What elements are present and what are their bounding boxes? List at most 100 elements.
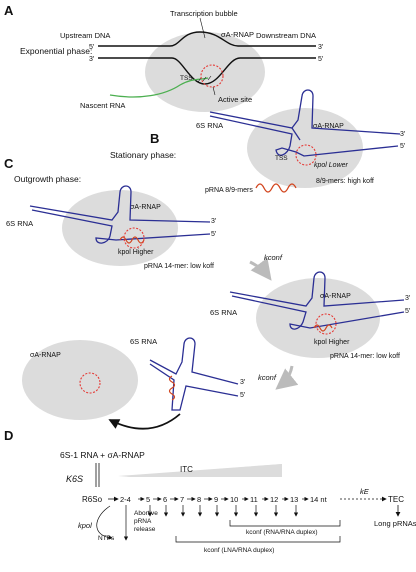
five-prime-b: 5′ <box>400 143 406 150</box>
rna6s-structure-c2 <box>229 271 405 330</box>
dna-template-top <box>98 31 316 47</box>
kpol-higher-label-c2: kpol Higher <box>314 339 350 346</box>
tss-label-a: TSS <box>180 75 193 82</box>
rnap-blob-c2 <box>256 278 380 358</box>
k6s-label: K6S <box>66 474 83 484</box>
rnap-blob-a <box>145 32 265 112</box>
five-prime-c2: 5′ <box>405 308 411 315</box>
step-label: 12 <box>270 495 278 504</box>
active-site-label: Active site <box>218 95 252 104</box>
three-prime-c3: 3′ <box>240 379 246 386</box>
step-label: 2-4 <box>120 495 131 504</box>
rnap-label-b: σA-RNAP <box>313 123 344 130</box>
abortive-line-1: Abortive <box>134 510 158 517</box>
step-label: 11 <box>250 495 258 504</box>
step-label: 13 <box>290 495 298 504</box>
three-prime-a-ur: 3′ <box>318 44 324 51</box>
stationary-phase-label: Stationary phase: <box>110 150 176 160</box>
exponential-phase-label: Exponential phase: <box>20 46 92 56</box>
kconf-lna-label: kconf (LNA/RNA duplex) <box>204 547 274 554</box>
abortive-line-2: pRNA <box>134 518 152 525</box>
five-prime-c3: 5′ <box>240 392 246 399</box>
ntps-label: NTPs <box>98 535 115 542</box>
pRNA-short-label: pRNA 8/9-mers <box>205 187 253 194</box>
kconf-label-1: kconf <box>264 253 283 262</box>
rnap-label-c2: σA-RNAP <box>320 293 351 300</box>
itc-wedge-fill <box>118 464 282 477</box>
tss-label-b: TSS <box>275 155 288 162</box>
rnap-label-c1: σA-RNAP <box>130 204 161 211</box>
kconf-arrow-2 <box>275 365 299 390</box>
pRNA-c3 <box>168 375 176 401</box>
active-site-pointer <box>212 86 216 96</box>
panel-a-letter: A <box>4 3 14 18</box>
rna6s-structure-c3 <box>149 337 239 411</box>
panel-c-letter: C <box>4 156 14 171</box>
abortive-release-arrows <box>123 505 299 541</box>
kpol-label-d: kpol <box>78 521 92 530</box>
pRNA-c2 <box>313 324 333 332</box>
rna6s-label-c1: 6S RNA <box>6 219 33 228</box>
step-series: 2-4 5 6 7 8 9 10 11 12 13 14 nt <box>120 495 328 504</box>
five-prime-a-lr: 5′ <box>318 56 324 63</box>
step-label: 5 <box>146 495 150 504</box>
three-prime-c1: 3′ <box>211 218 217 225</box>
five-prime-a-ul: 5′ <box>89 44 95 51</box>
five-prime-c1: 5′ <box>211 231 217 238</box>
step-label: 9 <box>214 495 218 504</box>
nascent-rna-label: Nascent RNA <box>80 101 125 110</box>
long-pRNAs-label: Long pRNAs <box>374 519 416 528</box>
d-header: 6S-1 RNA + σA-RNAP <box>60 450 145 460</box>
rnap-label-c3: σA-RNAP <box>30 352 61 359</box>
rna6s-structure-b <box>209 89 401 157</box>
active-site-circle-c1 <box>123 227 145 249</box>
ke-label: kE <box>360 487 370 496</box>
panel-d-letter: D <box>4 428 13 443</box>
bubble-pointer <box>199 17 206 39</box>
outgrowth-phase-label: Outgrowth phase: <box>14 174 81 184</box>
rna6s-label-c3: 6S RNA <box>130 337 157 346</box>
r6s-label: R6So <box>82 495 103 504</box>
itc-label: ITC <box>180 465 193 474</box>
upstream-dna-label: Upstream DNA <box>60 31 110 40</box>
tec-label: TEC <box>388 495 404 504</box>
rna6s-label-c2: 6S RNA <box>210 308 237 317</box>
step-label: 10 <box>230 495 238 504</box>
three-prime-c2: 3′ <box>405 295 411 302</box>
high-koff-label: 8/9-mers: high koff <box>316 178 374 185</box>
rnap-blob-b <box>247 108 363 188</box>
three-prime-a-ll: 3′ <box>89 56 95 63</box>
abortive-line-3: release <box>134 526 156 533</box>
low-koff-label-c2: pRNA 14-mer: low koff <box>330 353 400 360</box>
three-prime-b: 3′ <box>400 131 406 138</box>
release-arrow <box>108 413 181 430</box>
k6s-equilibrium <box>95 463 100 487</box>
active-site-circle-c2 <box>315 313 337 335</box>
kpol-higher-label-c1: kpol Higher <box>118 249 154 256</box>
active-site-circle <box>200 64 224 88</box>
step-label: 6 <box>163 495 167 504</box>
active-site-circle-b <box>295 144 317 166</box>
kconf-label-2: kconf <box>258 373 277 382</box>
rna6s-structure-c1 <box>29 185 211 244</box>
downstream-dna-label: Downstream DNA <box>256 31 316 40</box>
pRNA-short-strand <box>255 183 297 193</box>
step-label: 14 nt <box>310 495 328 504</box>
kconf-rna-bracket <box>229 520 341 527</box>
rna-dna-hybrid-ticks <box>197 75 212 83</box>
kpol-loop-arrow <box>96 505 113 540</box>
kpol-lower-label: kpol Lower <box>314 162 349 169</box>
step-label: 7 <box>180 495 184 504</box>
rna6s-label-b: 6S RNA <box>196 121 223 130</box>
kconf-rna-label: kconf (RNA/RNA duplex) <box>246 529 318 536</box>
panel-b-letter: B <box>150 131 159 146</box>
rnap-label-a: σA-RNAP <box>221 30 254 39</box>
kconf-arrow-1 <box>249 257 272 281</box>
rnap-blob-c1 <box>62 190 178 266</box>
step-label: 8 <box>197 495 201 504</box>
low-koff-label-c1: pRNA 14-mer: low koff <box>144 263 214 270</box>
transcription-bubble-label: Transcription bubble <box>170 9 238 18</box>
kconf-lna-bracket <box>175 536 341 543</box>
empty-active-site-c3 <box>79 372 101 394</box>
